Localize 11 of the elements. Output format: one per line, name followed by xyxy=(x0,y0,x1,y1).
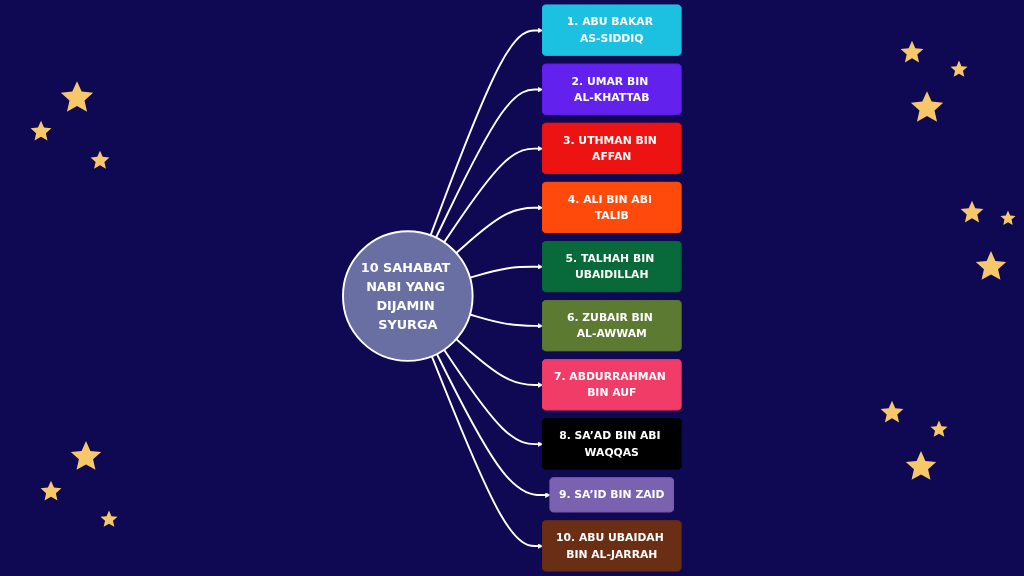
arrow xyxy=(435,86,544,239)
arrow xyxy=(435,353,551,498)
arrow xyxy=(469,264,544,279)
arrow xyxy=(429,27,544,237)
arrow xyxy=(455,204,544,254)
arrow xyxy=(443,348,544,447)
arrow xyxy=(443,145,544,244)
node-circle: 10 SAHABAT NABI YANG DIJAMIN SYURGA xyxy=(342,230,474,362)
arrow xyxy=(455,338,544,388)
arrow xyxy=(469,313,544,329)
arrow xyxy=(430,355,544,549)
